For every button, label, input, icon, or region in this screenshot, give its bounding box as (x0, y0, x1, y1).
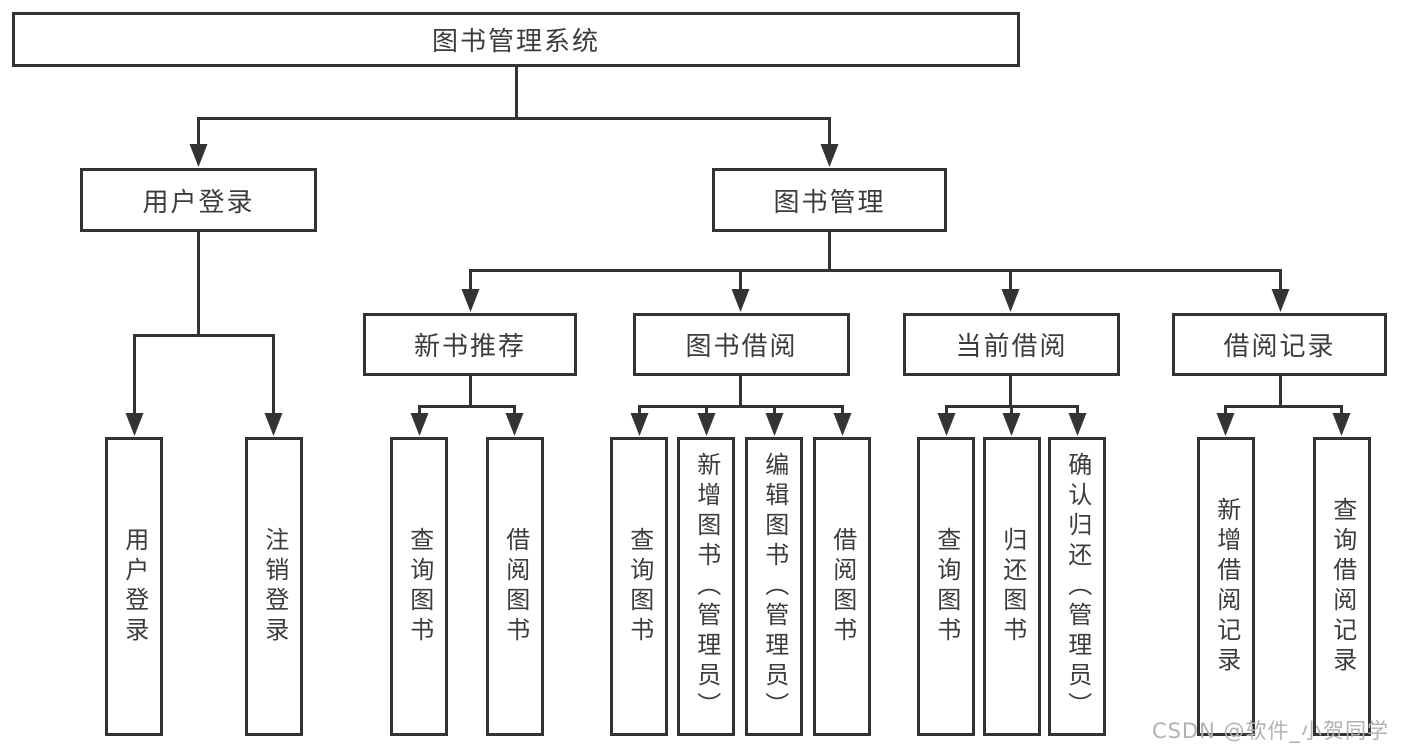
leaf-current-return-book: 归还图书 (983, 437, 1041, 736)
connector-borrow-records-to-leaves (1216, 375, 1351, 436)
connector-current-borrow-to-leaves (937, 375, 1087, 436)
leaf-borrow-edit-book-admin-label: 编辑图书（管理员） (760, 451, 789, 722)
csdn-watermark: CSDN @软件_小贺同学 (1151, 719, 1389, 743)
node-book-borrow: 图书借阅 (633, 313, 850, 376)
node-book-borrow-label: 图书借阅 (685, 332, 798, 362)
leaf-current-query-book: 查询图书 (917, 437, 975, 736)
leaf-newbooks-query-book-label: 查询图书 (405, 526, 434, 647)
leaf-current-confirm-return-admin: 确认归还（管理员） (1048, 437, 1106, 736)
leaf-borrow-edit-book-admin: 编辑图书（管理员） (745, 437, 803, 736)
leaf-current-return-book-label: 归还图书 (998, 526, 1027, 647)
node-book-management: 图书管理 (712, 168, 947, 232)
node-current-borrow: 当前借阅 (903, 313, 1120, 376)
leaf-newbooks-borrow-book: 借阅图书 (486, 437, 544, 736)
leaf-logout-label: 注销登录 (260, 526, 289, 647)
node-book-management-label: 图书管理 (773, 187, 886, 218)
leaf-borrow-add-book-admin: 新增图书（管理员） (677, 437, 735, 736)
node-new-book-recommend-label: 新书推荐 (413, 332, 526, 362)
leaf-records-query-record: 查询借阅记录 (1313, 437, 1371, 736)
connector-root-to-level2 (189, 67, 839, 167)
leaf-borrow-borrow-book-label: 借阅图书 (828, 526, 857, 647)
node-current-borrow-label: 当前借阅 (955, 332, 1068, 362)
leaf-borrow-add-book-admin-label: 新增图书（管理员） (692, 451, 721, 722)
leaf-borrow-query-book-label: 查询图书 (625, 526, 654, 647)
connector-book-mgmt-to-level3 (461, 232, 1290, 312)
leaf-current-query-book-label: 查询图书 (932, 526, 961, 647)
leaf-borrow-query-book: 查询图书 (610, 437, 668, 736)
leaf-borrow-borrow-book: 借阅图书 (813, 437, 871, 736)
leaf-newbooks-query-book: 查询图书 (390, 437, 448, 736)
connector-user-login-to-leaves (125, 232, 283, 436)
leaf-user-login: 用户登录 (105, 437, 163, 736)
leaf-current-confirm-return-admin-label: 确认归还（管理员） (1063, 451, 1092, 722)
node-user-login-branch-label: 用户登录 (142, 187, 255, 218)
leaf-records-add-record-label: 新增借阅记录 (1212, 496, 1241, 677)
leaf-newbooks-borrow-book-label: 借阅图书 (501, 526, 530, 647)
node-root-system: 图书管理系统 (12, 12, 1020, 67)
node-user-login-branch: 用户登录 (80, 168, 317, 232)
node-borrow-records-label: 借阅记录 (1223, 332, 1336, 362)
leaf-user-login-label: 用户登录 (120, 526, 149, 647)
leaf-records-add-record: 新增借阅记录 (1197, 437, 1255, 736)
leaf-logout: 注销登录 (245, 437, 303, 736)
connector-book-borrow-to-leaves (630, 375, 852, 436)
node-root-label: 图书管理系统 (431, 27, 600, 57)
connector-new-books-to-leaves (410, 375, 524, 436)
leaf-records-query-record-label: 查询借阅记录 (1328, 496, 1357, 677)
node-new-book-recommend: 新书推荐 (363, 313, 577, 376)
node-borrow-records: 借阅记录 (1172, 313, 1387, 376)
